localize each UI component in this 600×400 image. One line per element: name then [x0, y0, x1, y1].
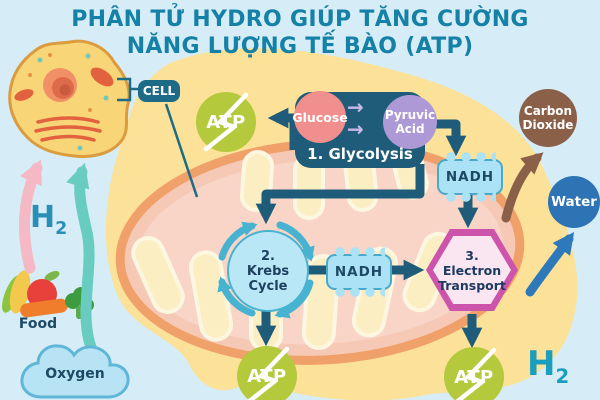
atp-label: ATP	[247, 365, 287, 387]
electron-number: 3.	[465, 247, 479, 263]
main-title: PHÂN TỬ HYDRO GIÚP TĂNG CƯỜNG NĂNG LƯỢNG…	[0, 6, 600, 60]
water-arrow	[525, 232, 575, 297]
oxygen-cloud	[20, 344, 130, 399]
lightning-bolt-icon	[455, 347, 497, 400]
atp-badge-top: ATP	[196, 92, 256, 152]
title-line-1: PHÂN TỬ HYDRO GIÚP TĂNG CƯỜNG	[71, 7, 529, 32]
cell-tag: CELL	[138, 80, 180, 102]
cell-label-bracket	[117, 77, 138, 102]
pyruvic-to-nadh-arrow	[432, 119, 467, 157]
food-illustration	[2, 270, 94, 319]
food-label: Food	[18, 316, 58, 332]
cell-illustration	[8, 39, 131, 158]
atp-badge-bottom-right: ATP	[444, 347, 504, 400]
carbon-dioxide-node: Carbon Dioxide	[519, 89, 577, 147]
pyruvic-acid-node: Pyruvic Acid	[383, 95, 437, 149]
electron-name-2: Transport	[438, 277, 506, 293]
atp-label: ATP	[206, 111, 246, 133]
reaction-arrows-icon: → →	[347, 95, 364, 141]
krebs-cycle-arrows	[217, 221, 315, 319]
krebs-cycle-node: 2. Krebs Cycle	[227, 230, 309, 312]
lightning-bolt-icon	[203, 92, 249, 152]
electron-name-1: Electron	[442, 262, 502, 278]
water-node: Water	[548, 176, 600, 228]
oxygen-to-cell-arrow	[66, 162, 98, 356]
nadh-carrier-right: NADH	[437, 152, 503, 195]
nadh-carrier-center: NADH	[326, 247, 392, 290]
glycolysis-to-krebs-arrow	[255, 164, 425, 225]
hydrogen-label-left: H2	[30, 200, 68, 239]
glycolysis-label: 1. Glycolysis	[307, 145, 413, 163]
krebs-number: 2.	[261, 248, 275, 264]
cell-organelles	[14, 67, 114, 101]
food-to-cell-arrow	[19, 159, 43, 274]
hydrogen-label-right: H2	[527, 344, 570, 388]
krebs-name-2: Cycle	[248, 278, 288, 294]
krebs-name-1: Krebs	[246, 263, 290, 279]
cell-pointer-line	[164, 103, 199, 198]
glucose-node: Glucose	[292, 91, 348, 143]
title-line-2: NĂNG LƯỢNG TẾ BÀO (ATP)	[126, 34, 474, 59]
lightning-bolt-icon	[247, 346, 290, 400]
glycolysis-stage-box: Glucose → → Pyruvic Acid 1. Glycolysis	[292, 91, 437, 168]
electron-transport-node: 3. Electron Transport	[426, 229, 518, 311]
oxygen-label: Oxygen	[45, 366, 105, 382]
carbon-dioxide-arrow	[501, 152, 544, 223]
atp-label: ATP	[454, 366, 494, 388]
atp-badge-bottom-left: ATP	[237, 346, 297, 400]
